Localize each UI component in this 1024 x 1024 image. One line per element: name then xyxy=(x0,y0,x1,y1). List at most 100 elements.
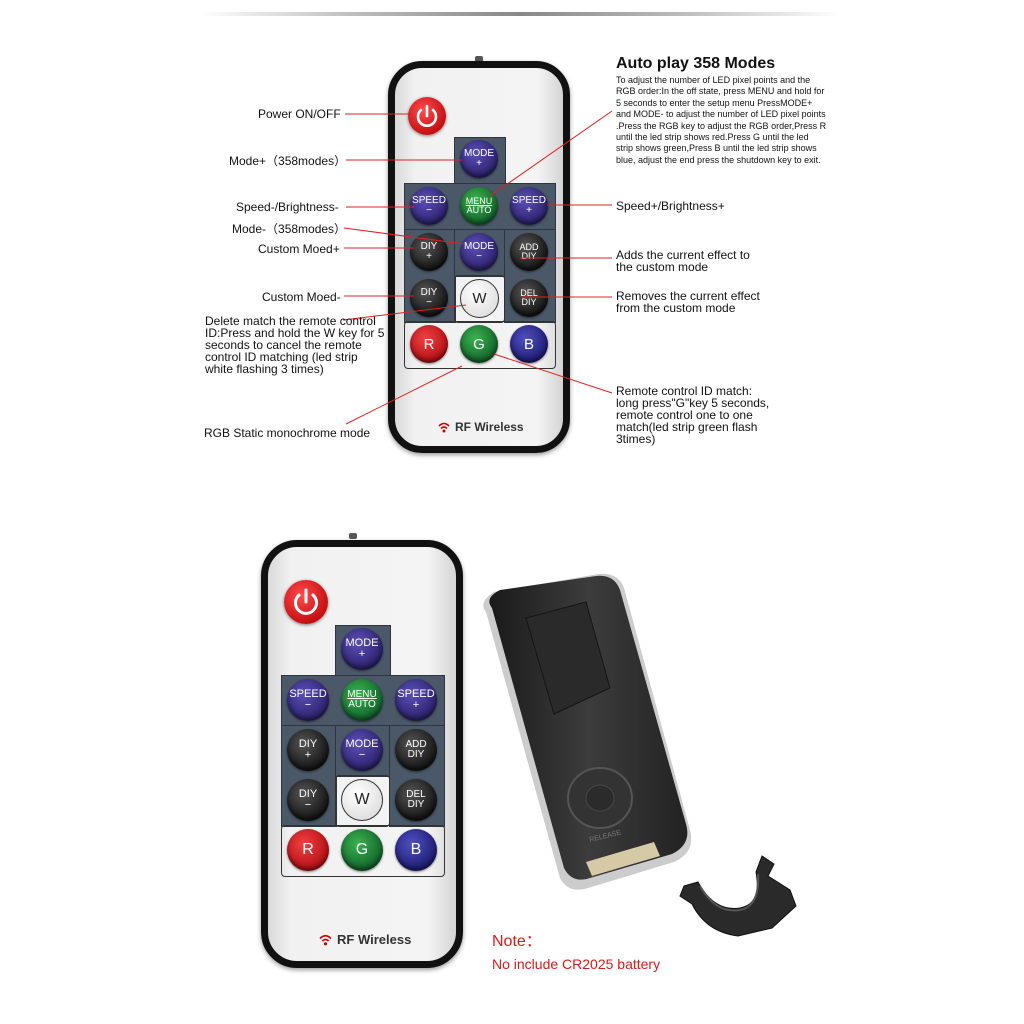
leader-delete-match xyxy=(342,304,467,321)
diy-plus-button-2[interactable]: DIY+ xyxy=(287,729,329,771)
label-adds: Adds the current effect to the custom mo… xyxy=(616,248,750,274)
diy-minus-button-2-label: DIY xyxy=(298,788,318,800)
add-diy-button-2-add: ADD xyxy=(405,739,427,750)
leader-id-match xyxy=(493,353,613,394)
label-id-match: Remote control ID match: long press"G"ke… xyxy=(616,384,770,446)
del-diy-button-1-del: DEL xyxy=(520,288,538,298)
mode-plus-button-1-sign: + xyxy=(476,158,482,169)
remote-back-panel xyxy=(525,601,611,715)
speed-plus-button-2-label: SPEED xyxy=(397,688,435,700)
label-removes: Removes the current effect from the cust… xyxy=(616,289,760,315)
mode-plus-button-2-label: MODE xyxy=(345,637,379,649)
add-diy-button-1-add: ADD xyxy=(519,242,539,252)
speed-minus-button-2-sign: − xyxy=(304,699,312,711)
battery-cover-center xyxy=(585,784,615,812)
speed-plus-button-1-label: SPEED xyxy=(512,195,546,206)
diy-minus-button-2[interactable]: DIY− xyxy=(287,779,329,821)
del-diy-button-2-del: DEL xyxy=(406,789,426,800)
mode-plus-button-2[interactable]: MODE+ xyxy=(341,628,383,670)
remote-back: RELEASE xyxy=(483,573,692,890)
mode-minus-button-1-label: MODE xyxy=(464,241,494,252)
label-power: Power ON/OFF xyxy=(258,107,341,121)
r-button-2[interactable]: R xyxy=(287,829,329,871)
diy-minus-button-1-label: DIY xyxy=(420,287,438,298)
del-diy-button-2-diy: DIY xyxy=(407,799,425,810)
w-button-2-label: W xyxy=(354,791,370,808)
brand-1: RF Wireless xyxy=(437,420,524,434)
top-divider xyxy=(200,12,840,16)
note: Note： No include CR2025 battery xyxy=(492,931,660,975)
rgb-frame-1 xyxy=(404,321,556,369)
note-text: No include CR2025 battery xyxy=(492,956,661,972)
power-button-1[interactable] xyxy=(408,97,446,135)
rgb-frame-2 xyxy=(281,825,445,877)
brand-1-text: RF Wireless xyxy=(455,420,524,434)
b-button-2[interactable]: B xyxy=(395,829,437,871)
g-button-2[interactable]: G xyxy=(341,829,383,871)
mode-minus-button-1[interactable]: MODE− xyxy=(460,233,498,271)
diy-minus-button-1-sign: − xyxy=(426,297,432,308)
g-button-1[interactable]: G xyxy=(460,325,498,363)
label-custom-plus: Custom Moed+ xyxy=(258,242,340,256)
note-title: Note： xyxy=(492,933,542,950)
auto-play-text: To adjust the number of LED pixel points… xyxy=(616,75,827,165)
w-button-2[interactable]: W xyxy=(341,779,383,821)
power-icon xyxy=(294,588,318,615)
speed-plus-button-1[interactable]: SPEED+ xyxy=(510,187,548,225)
b-button-1[interactable]: B xyxy=(510,325,548,363)
battery-clip xyxy=(679,855,797,937)
g-button-2-label: G xyxy=(355,841,369,858)
power-icon xyxy=(416,104,438,127)
add-diy-button-2-diy: DIY xyxy=(407,749,425,760)
battery-edge xyxy=(586,842,660,876)
leader-mode-minus xyxy=(343,227,465,245)
r-button-1[interactable]: R xyxy=(410,325,448,363)
diy-plus-button-1[interactable]: DIY+ xyxy=(410,233,448,271)
mode-minus-button-2[interactable]: MODE− xyxy=(341,729,383,771)
diy-plus-button-1-label: DIY xyxy=(420,241,438,252)
power-button-2[interactable] xyxy=(284,580,328,624)
wireless-icon xyxy=(438,422,450,433)
menu-auto-button-2-auto: AUTO xyxy=(348,699,376,710)
mode-plus-button-1[interactable]: MODE+ xyxy=(460,140,498,178)
g-button-1-label: G xyxy=(473,335,485,353)
speed-plus-button-2-sign: + xyxy=(412,699,420,711)
diy-minus-button-2-sign: − xyxy=(304,799,312,811)
label-custom-minus: Custom Moed- xyxy=(262,290,341,304)
remote-1-notch xyxy=(475,56,483,62)
diy-plus-button-2-sign: + xyxy=(304,749,312,761)
auto-play-title: Auto play 358 Modes xyxy=(616,55,776,72)
menu-auto-button-1-menu: MENU xyxy=(465,196,493,206)
speed-minus-button-2[interactable]: SPEED− xyxy=(287,679,329,721)
del-diy-button-1-diy: DIY xyxy=(521,297,537,307)
speed-minus-button-1-sign: − xyxy=(426,205,432,216)
speed-minus-button-1-label: SPEED xyxy=(412,195,446,206)
diy-plus-button-1-sign: + xyxy=(426,251,432,262)
w-button-1[interactable]: W xyxy=(460,279,499,318)
label-mode-minus: Mode-（358modes） xyxy=(232,222,347,236)
diy-plus-button-2-label: DIY xyxy=(298,738,318,750)
speed-plus-button-1-sign: + xyxy=(526,205,532,216)
w-frame-2 xyxy=(335,775,390,827)
speed-minus-button-1[interactable]: SPEED− xyxy=(410,187,448,225)
r-button-2-label: R xyxy=(302,841,314,858)
leader-auto-play xyxy=(489,110,613,197)
mode-minus-button-2-sign: − xyxy=(358,749,366,761)
label-speed-minus: Speed-/Brightness- xyxy=(236,200,339,214)
label-mode-plus: Mode+（358modes） xyxy=(229,154,347,168)
b-button-2-label: B xyxy=(410,841,422,858)
label-delete-match: Delete match the remote control ID:Press… xyxy=(205,314,385,376)
label-rgb-static: RGB Static monochrome mode xyxy=(204,426,371,440)
brand-2: RF Wireless xyxy=(318,932,411,947)
speed-plus-button-2[interactable]: SPEED+ xyxy=(395,679,437,721)
leader-rgb-static xyxy=(345,365,463,425)
b-button-1-label: B xyxy=(523,335,534,353)
mode-minus-button-1-sign: − xyxy=(476,251,482,262)
